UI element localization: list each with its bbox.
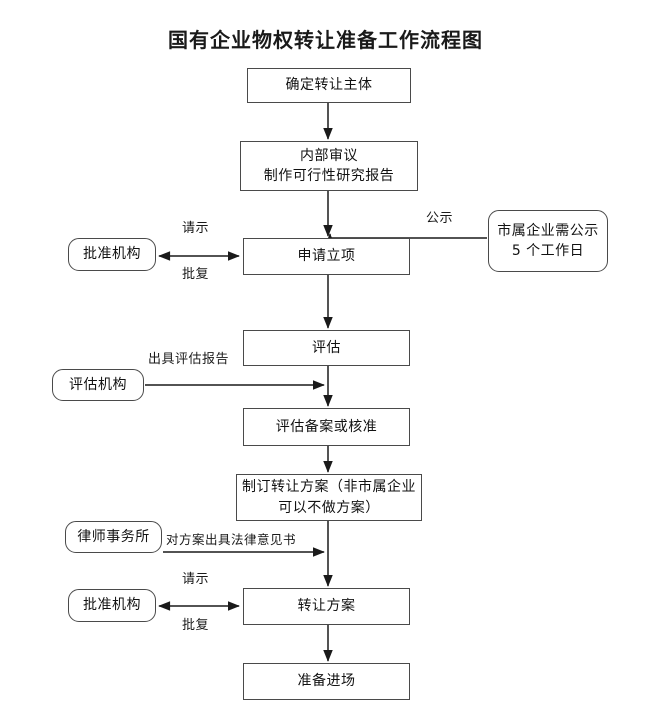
node-determine-subject-label: 确定转让主体 (285, 77, 373, 94)
node-internal-review-label-1: 内部审议 (300, 147, 358, 164)
page-title: 国有企业物权转让准备工作流程图 (168, 28, 483, 52)
node-city-enterprise-label-2: 5 个工作日 (511, 243, 585, 259)
node-approval-org-bottom[interactable]: 批准机构 (68, 589, 156, 622)
node-approval-org-top[interactable]: 批准机构 (68, 238, 156, 271)
edge-label-reply-top: 批复 (182, 267, 210, 282)
node-approval-org-bottom-label: 批准机构 (83, 597, 141, 614)
node-determine-subject[interactable]: 确定转让主体 (247, 68, 411, 103)
node-city-enterprise-label-1: 市属企业需公示 (497, 222, 599, 239)
node-apply-project[interactable]: 申请立项 (243, 238, 410, 275)
node-draft-transfer-plan-label-2: 可以不做方案） (278, 499, 380, 516)
node-appraisal-label: 评估 (312, 339, 341, 356)
node-internal-review-label-2: 制作可行性研究报告 (263, 168, 395, 184)
node-transfer-plan-label: 转让方案 (297, 598, 356, 615)
node-appraisal[interactable]: 评估 (243, 330, 410, 366)
node-appraisal-record[interactable]: 评估备案或核准 (243, 408, 410, 446)
edge-label-request-top: 请示 (182, 221, 210, 236)
node-prepare-entry-label: 准备进场 (297, 673, 356, 690)
edge-label-legal-opinion: 对方案出具法律意见书 (166, 532, 297, 547)
node-appraisal-org[interactable]: 评估机构 (52, 369, 144, 401)
node-city-enterprise-publicity[interactable]: 市属企业需公示 5 个工作日 (488, 210, 608, 272)
edge-label-publicity: 公示 (426, 211, 454, 226)
edge-label-reply-bottom: 批复 (182, 618, 210, 633)
node-internal-review[interactable]: 内部审议 制作可行性研究报告 (240, 141, 418, 191)
edge-label-request-bottom: 请示 (182, 572, 210, 587)
edge-label-issue-appraisal-report: 出具评估报告 (148, 352, 230, 367)
node-approval-org-top-label: 批准机构 (83, 246, 141, 263)
node-law-firm-label: 律师事务所 (77, 528, 150, 545)
node-apply-project-label: 申请立项 (297, 248, 356, 265)
node-law-firm[interactable]: 律师事务所 (65, 521, 162, 553)
node-draft-transfer-plan[interactable]: 制订转让方案（非市属企业 可以不做方案） (236, 474, 422, 521)
node-prepare-entry[interactable]: 准备进场 (243, 663, 410, 700)
node-appraisal-org-label: 评估机构 (69, 376, 127, 393)
node-appraisal-record-label: 评估备案或核准 (275, 418, 378, 435)
node-draft-transfer-plan-label-1: 制订转让方案（非市属企业 (242, 479, 416, 496)
node-transfer-plan[interactable]: 转让方案 (243, 588, 410, 625)
